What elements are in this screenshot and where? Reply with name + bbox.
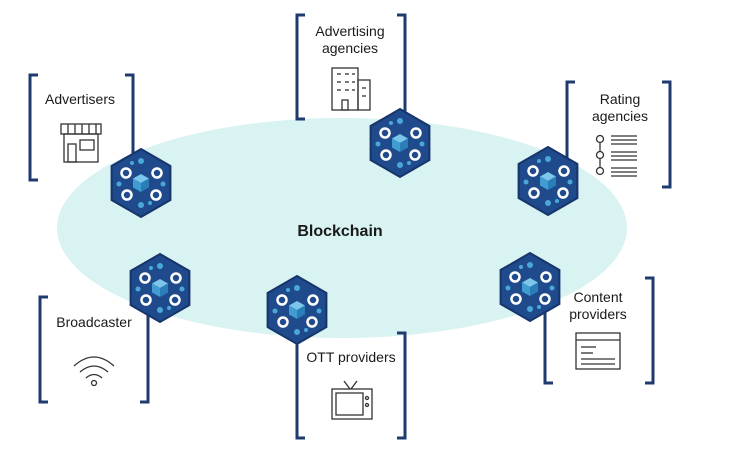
participant-label-line1: Broadcaster bbox=[56, 314, 132, 330]
television-icon bbox=[331, 380, 373, 420]
participant-advertisers: Advertisers bbox=[28, 73, 135, 182]
participant-advertising-agencies: Advertising agencies bbox=[295, 13, 407, 121]
participant-label-line1: Rating bbox=[600, 91, 640, 107]
blockchain-ellipse bbox=[57, 118, 627, 338]
participant-content-providers: Content providers bbox=[543, 276, 655, 385]
participant-label-line2: providers bbox=[569, 306, 627, 322]
participant-label-line2: agencies bbox=[592, 108, 648, 124]
bracket-right bbox=[645, 276, 655, 385]
bracket-right bbox=[662, 80, 672, 189]
bracket-left bbox=[38, 295, 48, 404]
participant-ott-providers: OTT providers bbox=[295, 331, 407, 440]
storefront-icon bbox=[60, 123, 102, 163]
participant-broadcaster: Broadcaster bbox=[38, 295, 150, 404]
office-building-icon bbox=[331, 67, 371, 111]
participant-label-line1: Advertising bbox=[315, 23, 384, 39]
browser-window-icon bbox=[575, 332, 621, 370]
wifi-icon bbox=[73, 356, 115, 387]
participant-label-line1: Advertisers bbox=[45, 91, 115, 107]
bracket-left bbox=[295, 331, 305, 440]
list-chart-icon bbox=[595, 134, 637, 177]
bracket-left bbox=[295, 13, 305, 121]
bracket-left bbox=[28, 73, 38, 182]
participant-label-line1: Content bbox=[573, 289, 622, 305]
bracket-right bbox=[397, 13, 407, 121]
participant-label-line2: agencies bbox=[322, 40, 378, 56]
bracket-right bbox=[397, 331, 407, 440]
blockchain-label: Blockchain bbox=[297, 223, 382, 240]
participant-label-line1: OTT providers bbox=[306, 349, 395, 365]
